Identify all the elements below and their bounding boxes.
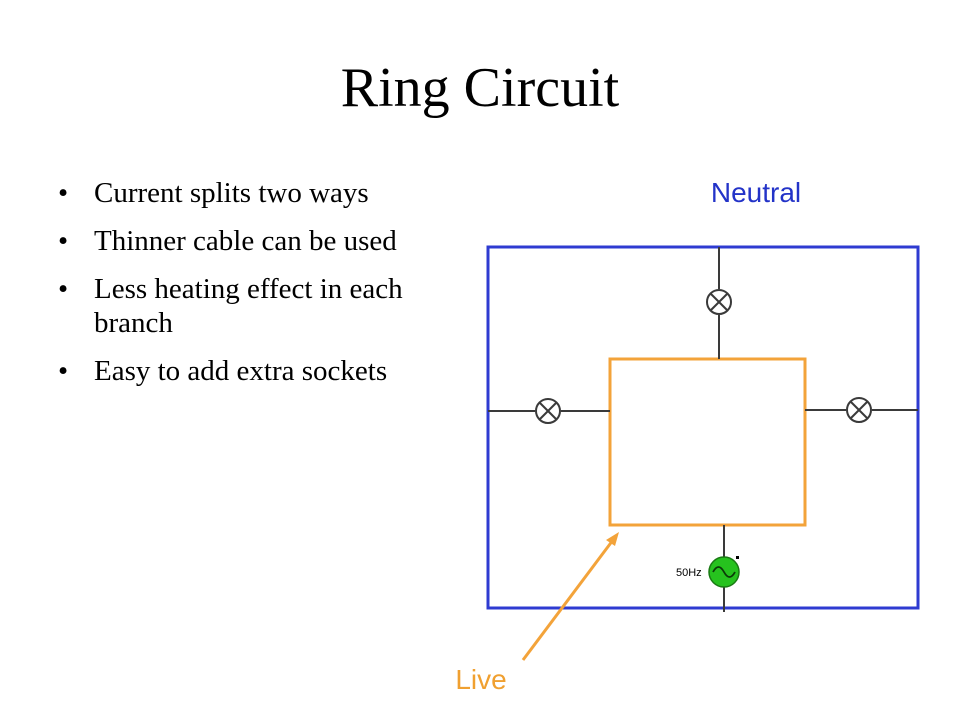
bullet-text: Thinner cable can be used: [94, 224, 397, 257]
bullet-dot-icon: •: [58, 224, 69, 257]
bullet-dot-icon: •: [58, 355, 69, 388]
bullet-text: Current splits two ways: [94, 177, 369, 209]
lamp-icon: [846, 397, 872, 423]
live-ring: [608, 357, 807, 527]
slide-title: Ring Circuit: [340, 57, 620, 119]
bullet-item: • Easy to add extra sockets: [58, 354, 438, 389]
right-socket-branch: [805, 397, 918, 423]
top-socket-branch: [706, 247, 732, 359]
neutral-ring: [486, 245, 920, 610]
bullet-item: • Thinner cable can be used: [58, 224, 438, 259]
live-pointer-arrow: [521, 532, 619, 661]
lamp-icon: [535, 398, 561, 424]
lamp-icon: [706, 289, 732, 315]
bullet-text: Easy to add extra sockets: [94, 355, 388, 388]
source-polarity-mark: [736, 556, 739, 559]
neutral-label: Neutral: [711, 177, 801, 208]
live-label: Live: [455, 664, 506, 695]
ac-source-branch: 50Hz: [676, 525, 740, 612]
ac-source-icon: [708, 556, 740, 588]
bullet-item: • Less heating effect in each branch: [58, 272, 438, 342]
left-socket-branch: [488, 398, 610, 424]
bullet-dot-icon: •: [58, 272, 69, 305]
bullet-text: Less heating effect in each branch: [94, 272, 403, 340]
source-frequency-label: 50Hz: [676, 567, 702, 579]
bullet-dot-icon: •: [58, 177, 69, 209]
bullet-list: • Current splits two ways • Thinner cable …: [58, 176, 438, 402]
bullet-item: • Current splits two ways: [58, 176, 438, 211]
